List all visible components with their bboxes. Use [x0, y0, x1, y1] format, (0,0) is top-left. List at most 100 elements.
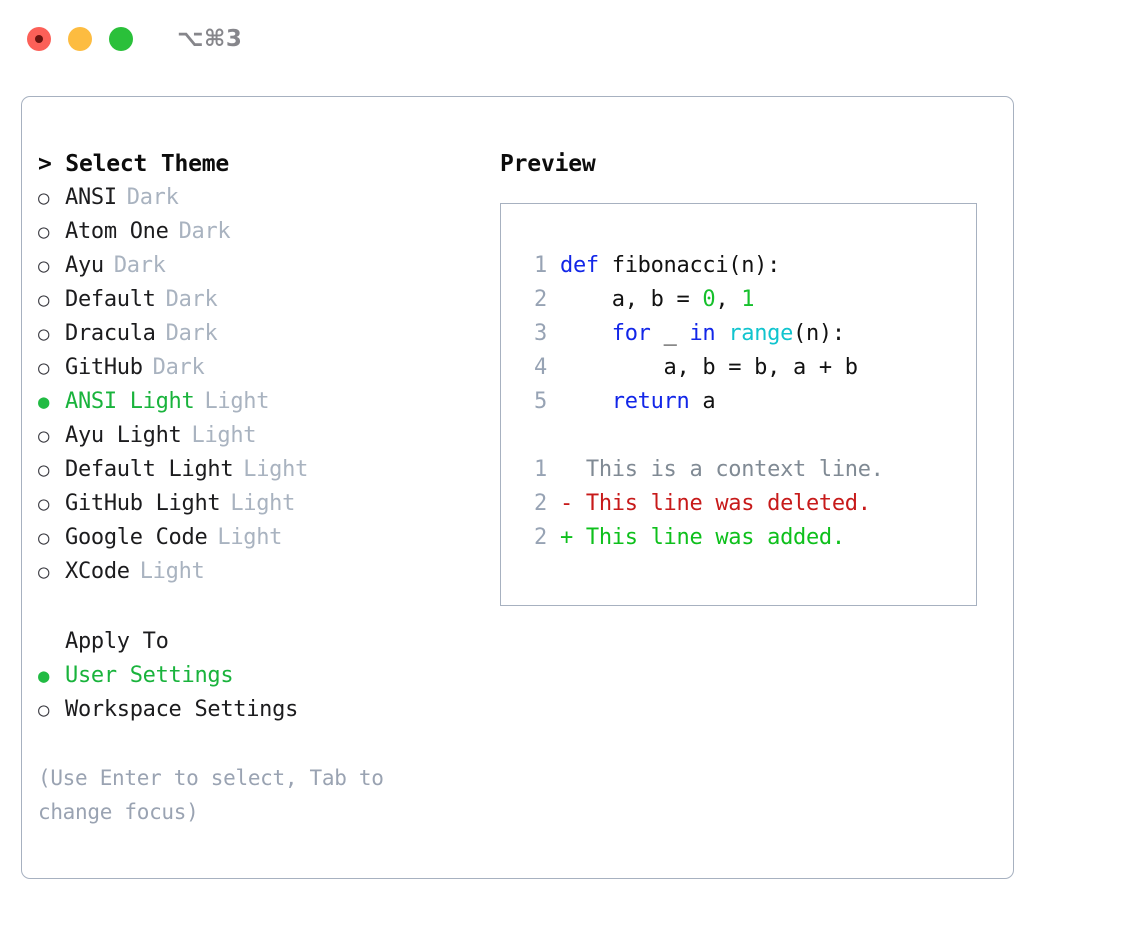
code-text: a, b = b, a + b: [560, 351, 859, 385]
code-line: 4 a, b = b, a + b: [519, 351, 976, 385]
code-token: (n):: [793, 321, 845, 346]
code-token: [560, 321, 612, 346]
spacer: [38, 589, 498, 625]
code-token: _: [650, 321, 690, 346]
theme-name: ANSI: [65, 185, 117, 210]
apply-to-option-user-settings[interactable]: ● User Settings: [38, 659, 498, 693]
code-line: 3 for _ in range(n):: [519, 317, 976, 351]
code-line: 2 a, b = 0, 1: [519, 283, 976, 317]
code-text: return a: [560, 385, 716, 419]
close-button[interactable]: [27, 27, 51, 51]
line-number: 5: [534, 389, 547, 414]
diff-line-ctx: 1 This is a context line.: [519, 453, 976, 487]
theme-variant-tag: Light: [230, 491, 296, 516]
code-token: def: [560, 253, 612, 278]
apply-to-header: Apply To: [65, 629, 169, 654]
apply-to-option-workspace-settings[interactable]: ○Workspace Settings: [38, 693, 498, 727]
radio-selected-icon: ●: [38, 665, 50, 687]
radio-unselected-icon: ○: [38, 425, 50, 447]
apply-to-label: User Settings: [65, 663, 234, 688]
theme-name: Ayu: [65, 253, 104, 278]
theme-name: Default: [65, 287, 156, 312]
theme-name: Atom One: [65, 219, 169, 244]
radio-unselected-icon: ○: [38, 187, 50, 209]
theme-variant-tag: Dark: [113, 253, 166, 278]
diff-line-add: 2+ This line was added.: [519, 521, 976, 555]
select-theme-header: > Select Theme: [38, 151, 230, 177]
code-line: 1 def fibonacci(n):: [519, 249, 976, 283]
radio-unselected-icon: ○: [38, 561, 50, 583]
theme-variant-tag: Light: [217, 525, 283, 550]
diff-marker: +: [560, 525, 586, 550]
theme-variant-tag: Dark: [165, 321, 218, 346]
radio-unselected-icon: ○: [38, 357, 50, 379]
code-text: a, b = 0, 1: [560, 283, 755, 317]
code-token: a, b =: [560, 287, 703, 312]
code-token: [715, 321, 728, 346]
radio-unselected-icon: ○: [38, 527, 50, 549]
radio-unselected-icon: ○: [38, 289, 50, 311]
theme-variant-tag: Dark: [126, 185, 179, 210]
theme-variant-tag: Light: [191, 423, 257, 448]
code-token: range: [728, 321, 794, 346]
line-number: 2: [534, 525, 547, 550]
radio-unselected-icon: ○: [38, 255, 50, 277]
minimize-button[interactable]: [68, 27, 92, 51]
theme-variant-tag: Light: [204, 389, 270, 414]
diff-sample: 1 This is a context line. 2- This line wa…: [519, 453, 976, 555]
radio-unselected-icon: ○: [38, 493, 50, 515]
maximize-button[interactable]: [109, 27, 133, 51]
theme-name: ANSI Light: [65, 389, 195, 414]
keyboard-shortcut-label: ⌥⌘3: [177, 26, 243, 52]
theme-name: Dracula: [65, 321, 156, 346]
diff-text: This line was deleted.: [585, 491, 871, 516]
code-token: 1: [741, 287, 755, 312]
theme-variant-tag: Light: [243, 457, 309, 482]
theme-name: Default Light: [65, 457, 234, 482]
keyboard-hint-text: (Use Enter to select, Tab to change focu…: [38, 766, 384, 824]
code-token: a: [689, 389, 716, 414]
line-number: 1: [534, 457, 547, 482]
code-token: [560, 389, 612, 414]
radio-unselected-icon: ○: [38, 699, 50, 721]
theme-name: GitHub: [65, 355, 143, 380]
preview-header: Preview: [500, 151, 596, 177]
theme-option-ayu[interactable]: ○ Ayu Dark: [38, 249, 498, 283]
theme-variant-tag: Dark: [165, 287, 218, 312]
theme-variant-tag: Dark: [178, 219, 231, 244]
apply-to-list[interactable]: ● User Settings ○Workspace Settings: [38, 659, 498, 727]
radio-unselected-icon: ○: [38, 323, 50, 345]
theme-option-ayu-light[interactable]: ○ Ayu Light Light: [38, 419, 498, 453]
radio-selected-icon: ●: [38, 391, 50, 413]
spacer: [519, 419, 976, 453]
code-token: fibonacci(n):: [611, 253, 781, 278]
code-line: 5 return a: [519, 385, 976, 419]
theme-option-dracula[interactable]: ○ Dracula Dark: [38, 317, 498, 351]
line-number: 4: [534, 355, 547, 380]
theme-option-default[interactable]: ○ Default Dark: [38, 283, 498, 317]
radio-unselected-icon: ○: [38, 221, 50, 243]
theme-option-atom-one[interactable]: ○ Atom One Dark: [38, 215, 498, 249]
theme-option-ansi[interactable]: ○ ANSI Dark: [38, 181, 498, 215]
diff-marker: -: [560, 491, 586, 516]
traffic-lights: [27, 27, 133, 51]
line-number: 1: [534, 253, 547, 278]
theme-name: Ayu Light: [65, 423, 182, 448]
line-number: 3: [534, 321, 547, 346]
code-token: 0: [702, 287, 716, 312]
code-token: a, b = b, a + b: [560, 355, 859, 380]
diff-text: This is a context line.: [585, 457, 884, 482]
theme-option-ansi-light[interactable]: ● ANSI Light Light: [38, 385, 498, 419]
line-number: 2: [534, 287, 547, 312]
line-number: 2: [534, 491, 547, 516]
